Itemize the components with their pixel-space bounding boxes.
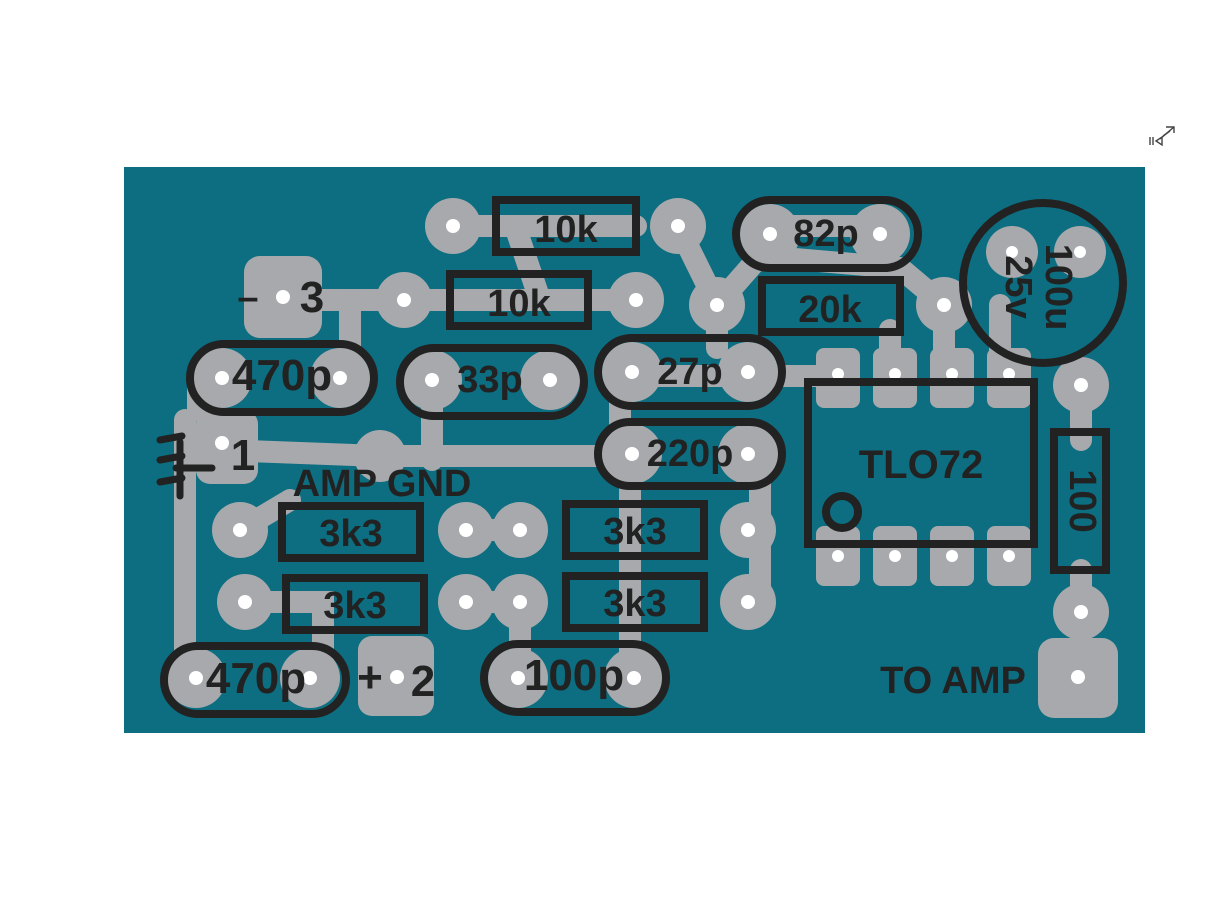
resistor-outline-100 [1050,428,1110,574]
label-3k3-a: 3k3 [319,513,382,555]
resistor-outline-20k [758,276,904,336]
label-cap-value: 100u [1037,244,1079,331]
resistor-outline-10k-top [492,196,640,256]
label-amp-gnd: AMP GND [293,463,472,505]
label-pin-2: 2 [411,657,435,706]
ic-pin1-marker [822,492,862,532]
label-pin-3: 3 [300,273,324,322]
resistor-outline-3k3-c [282,574,428,634]
capacitor-outline-470p-top [186,340,378,416]
label-ic: TLO72 [859,443,983,487]
label-82p: 82p [793,213,858,255]
resistor-outline-3k3-d [562,572,708,632]
capacitor-outline-82p [732,196,922,272]
ground-symbol-icon [156,432,216,500]
label-20k: 20k [798,289,862,331]
label-220p: 220p [647,433,734,475]
label-10k-top: 10k [534,209,598,251]
label-3k3-c: 3k3 [323,585,386,627]
label-pin-plus: + [357,653,383,702]
label-cap-voltage: 25v [997,255,1039,318]
resistor-outline-3k3-b [562,500,708,560]
label-pin-1: 1 [231,431,255,480]
capacitor-outline-220p [594,418,786,490]
electrolytic-capacitor-outline [959,199,1127,367]
label-33p: 33p [457,359,522,401]
label-27p: 27p [657,351,722,393]
label-pin-minus: – [237,277,258,319]
capacitor-outline-27p [594,334,786,410]
resistor-outline-10k-second [446,270,592,330]
resize-arrow-icon[interactable] [1149,126,1175,147]
ic-outline [804,378,1038,548]
capacitor-outline-33p [396,344,588,420]
capacitor-outline-470p-bottom [160,642,350,718]
capacitor-pads [166,204,1106,708]
label-3k3-b: 3k3 [603,511,666,553]
label-10k-second: 10k [487,283,551,325]
label-470p-top: 470p [232,351,332,400]
resistor-outline-3k3-a [278,502,424,562]
square-pad-holes [215,290,1085,684]
label-470p-bottom: 470p [206,654,306,703]
label-100-resistor: 100 [1061,469,1103,532]
capacitor-outline-100p [480,640,670,716]
label-100p: 100p [524,651,624,700]
label-to-amp: TO AMP [880,660,1026,702]
label-3k3-d: 3k3 [603,583,666,625]
round-pads [212,198,1109,640]
